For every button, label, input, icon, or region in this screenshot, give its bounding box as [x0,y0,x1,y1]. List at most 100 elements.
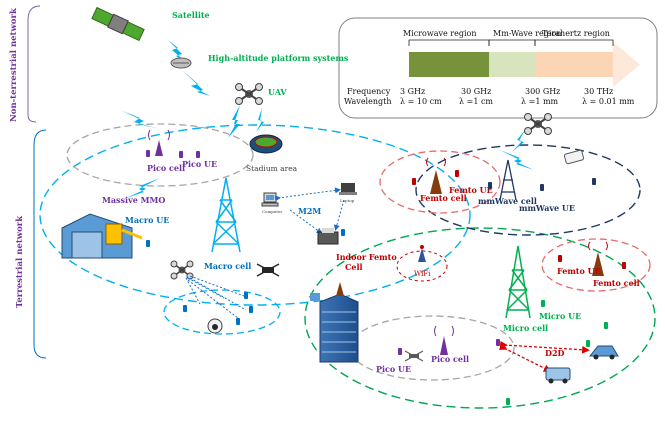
row-frequency: Frequency [347,87,391,96]
pico-ue-bottom-icons [398,339,500,355]
micro-cell-ellipse [304,227,656,409]
macro-tower [211,177,241,253]
indoor-femto-building [310,282,359,363]
micro-ue-label: Micro UE [539,311,581,321]
femto-ue-right-label: Femto UE [557,266,601,276]
pico-ue-top-label: Pico UE [182,159,217,169]
wifi-router-icon [396,245,448,282]
uav-cluster-links [185,275,247,319]
macro-cell-label: Macro cell [204,261,251,271]
laptop-label: Laptop [340,198,355,203]
mimo-ue-icon [146,240,150,247]
region-mmwave: Mm-Wave region [493,29,561,38]
security-camera-icon [207,318,223,334]
tick-wave-3: λ = 0.01 mm [582,97,635,106]
indoor-femto-cell-label: Cell [345,262,363,272]
non-terrestrial-bracket: Non-terrestrial network [9,5,41,123]
m2m-link [274,187,341,202]
link-macro-mimo [126,178,160,198]
mmwave-band [489,52,535,77]
terrestrial-label: Terrestrial network [15,215,25,308]
tick-wave-2: λ =1 mm [521,97,559,106]
spectrum-panel: Microwave region Mm-Wave region Terahert… [338,17,658,119]
car-icon [588,345,619,360]
pico-tower-top [148,129,170,156]
pico-ellipse-top [66,123,254,187]
microwave-band [409,52,489,77]
femto-ue-left-icons [412,170,459,185]
computer-icon [261,192,279,207]
laptop-icon [339,183,357,195]
link-haps-uav [182,70,210,96]
mmwave-ue-icons [488,178,596,191]
wifi-label: WiFi [414,270,431,278]
link-uav-stadium [256,108,264,132]
link-uav-mmwave [512,130,525,152]
massive-mimo-building [61,213,143,259]
region-microwave: Microwave region [403,29,477,38]
pico-cell-top-label: Pico cell [147,163,185,173]
pico-cell-bottom-label: Pico cell [431,354,469,364]
femto-ue-right-icons [558,255,626,269]
tick-freq-1: 30 GHz [461,87,491,96]
thz-band [535,52,613,77]
terrestrial-bracket: Terrestrial network [15,129,47,359]
link-mmwave-ue [500,150,534,170]
femto-cell-left-label: Femto cell [420,193,467,203]
pico-ellipse-bottom [349,315,515,381]
d2d-label: D2D [545,348,565,358]
m2m-label: M2M [298,206,321,216]
femto-cell-right-label: Femto cell [593,278,640,288]
mmwave-cell-label: mmWave cell [478,196,537,206]
m2m-ue-icon [341,229,345,236]
cctv-camera-icon [563,149,585,165]
mmwave-tower [499,159,517,201]
femto-ellipse-left [379,150,501,214]
tick-freq-3: 30 THz [584,87,613,96]
uav-cluster-ellipse [163,289,281,335]
pico-tower-bottom [434,325,454,355]
tick-freq-0: 3 GHz [400,87,425,96]
pico-ue-bottom-label: Pico UE [376,364,411,374]
mmwave-ellipse [415,144,641,236]
micro-cell-label: Micro cell [503,323,548,333]
femto-tower-left [426,157,446,194]
haps-icon [170,57,192,69]
tick-wave-0: λ = 10 cm [400,97,442,106]
macro-ue-label: Macro UE [125,215,169,225]
uav-icon-lower [170,260,194,280]
satellite-label: Satellite [172,10,210,20]
uav-cluster-ue [183,292,253,325]
femto-ellipse-right [541,238,651,292]
printer-icon [317,228,339,245]
drone-small-bottom [404,350,424,362]
link-uav-macro [228,105,240,138]
uav-label: UAV [268,87,287,97]
satellite-icon [91,6,145,42]
pico-ue-top-icons [146,150,200,158]
non-terrestrial-label: Non-terrestrial network [9,7,19,122]
macro-cell-ellipse [39,124,471,306]
femto-ue-left-label: Femto UE [449,185,493,195]
massive-mimo-label: Massive MMO [102,195,165,205]
row-wavelength: Wavelength [344,97,391,106]
stadium-icon [249,134,283,154]
d2d-links [498,340,590,372]
mmwave-ue-label: mmWave UE [519,203,575,213]
computer-label: Computer [262,209,282,214]
tick-wave-1: λ =1 cm [459,97,493,106]
spectrum-arrow-head [613,42,640,87]
tick-freq-2: 300 GHz [525,87,560,96]
region-thz: Terahertz region [542,29,610,38]
uav-mmwave-icon [524,113,552,135]
micro-tower [505,245,531,319]
wireless-links [120,40,534,198]
femto-tower-right [588,241,608,276]
indoor-femto-label: Indoor Femto [336,252,397,262]
haps-label: High-altitude platform systems [208,53,349,63]
stadium-label: Stadium area [246,164,298,173]
bus-icon [545,367,571,384]
link-sat-haps [168,40,186,62]
